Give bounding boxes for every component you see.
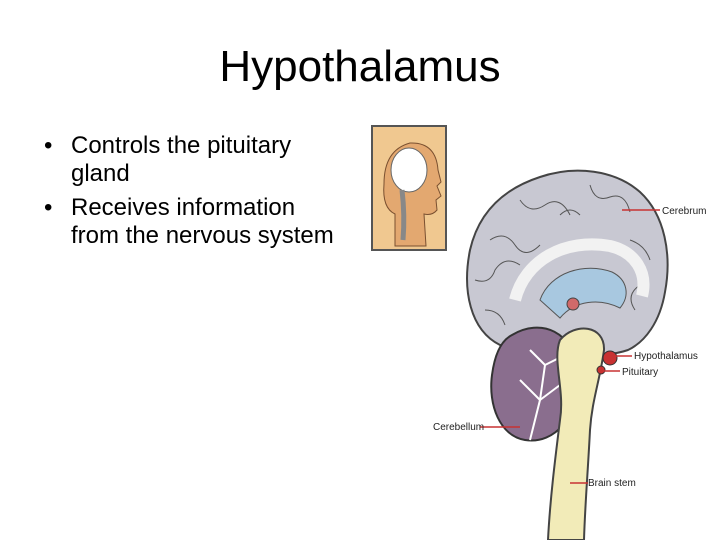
brain-cross-section — [466, 169, 669, 540]
hypothalamus-marker — [602, 350, 618, 366]
label-pituitary: Pituitary — [622, 367, 658, 378]
thumbnail-brain — [390, 147, 428, 193]
bullet-text: Controls the pituitary gland — [71, 132, 292, 187]
bullet-glyph: • — [44, 194, 53, 221]
label-cerebellum: Cerebellum — [433, 422, 484, 433]
bullet-item: • Receives information from the nervous … — [44, 194, 344, 250]
thumbnail-spine — [399, 189, 407, 241]
bullet-item: • Controls the pituitary gland — [44, 132, 344, 188]
label-cerebrum: Cerebrum — [662, 206, 706, 217]
pituitary-marker — [596, 365, 606, 375]
bullet-glyph: • — [44, 132, 53, 159]
bullet-text: Receives information from the nervous sy… — [71, 194, 334, 249]
corpus-callosum — [509, 238, 650, 302]
bullet-list: • Controls the pituitary gland • Receive… — [44, 132, 344, 256]
leader-lines — [480, 209, 660, 484]
brain-stem — [546, 327, 606, 540]
thalamus — [566, 297, 580, 311]
slide-title: Hypothalamus — [219, 42, 501, 91]
ventricle — [539, 267, 627, 319]
label-brain-stem: Brain stem — [588, 478, 636, 489]
head-thumbnail — [371, 125, 447, 251]
label-hypothalamus: Hypothalamus — [634, 351, 698, 362]
